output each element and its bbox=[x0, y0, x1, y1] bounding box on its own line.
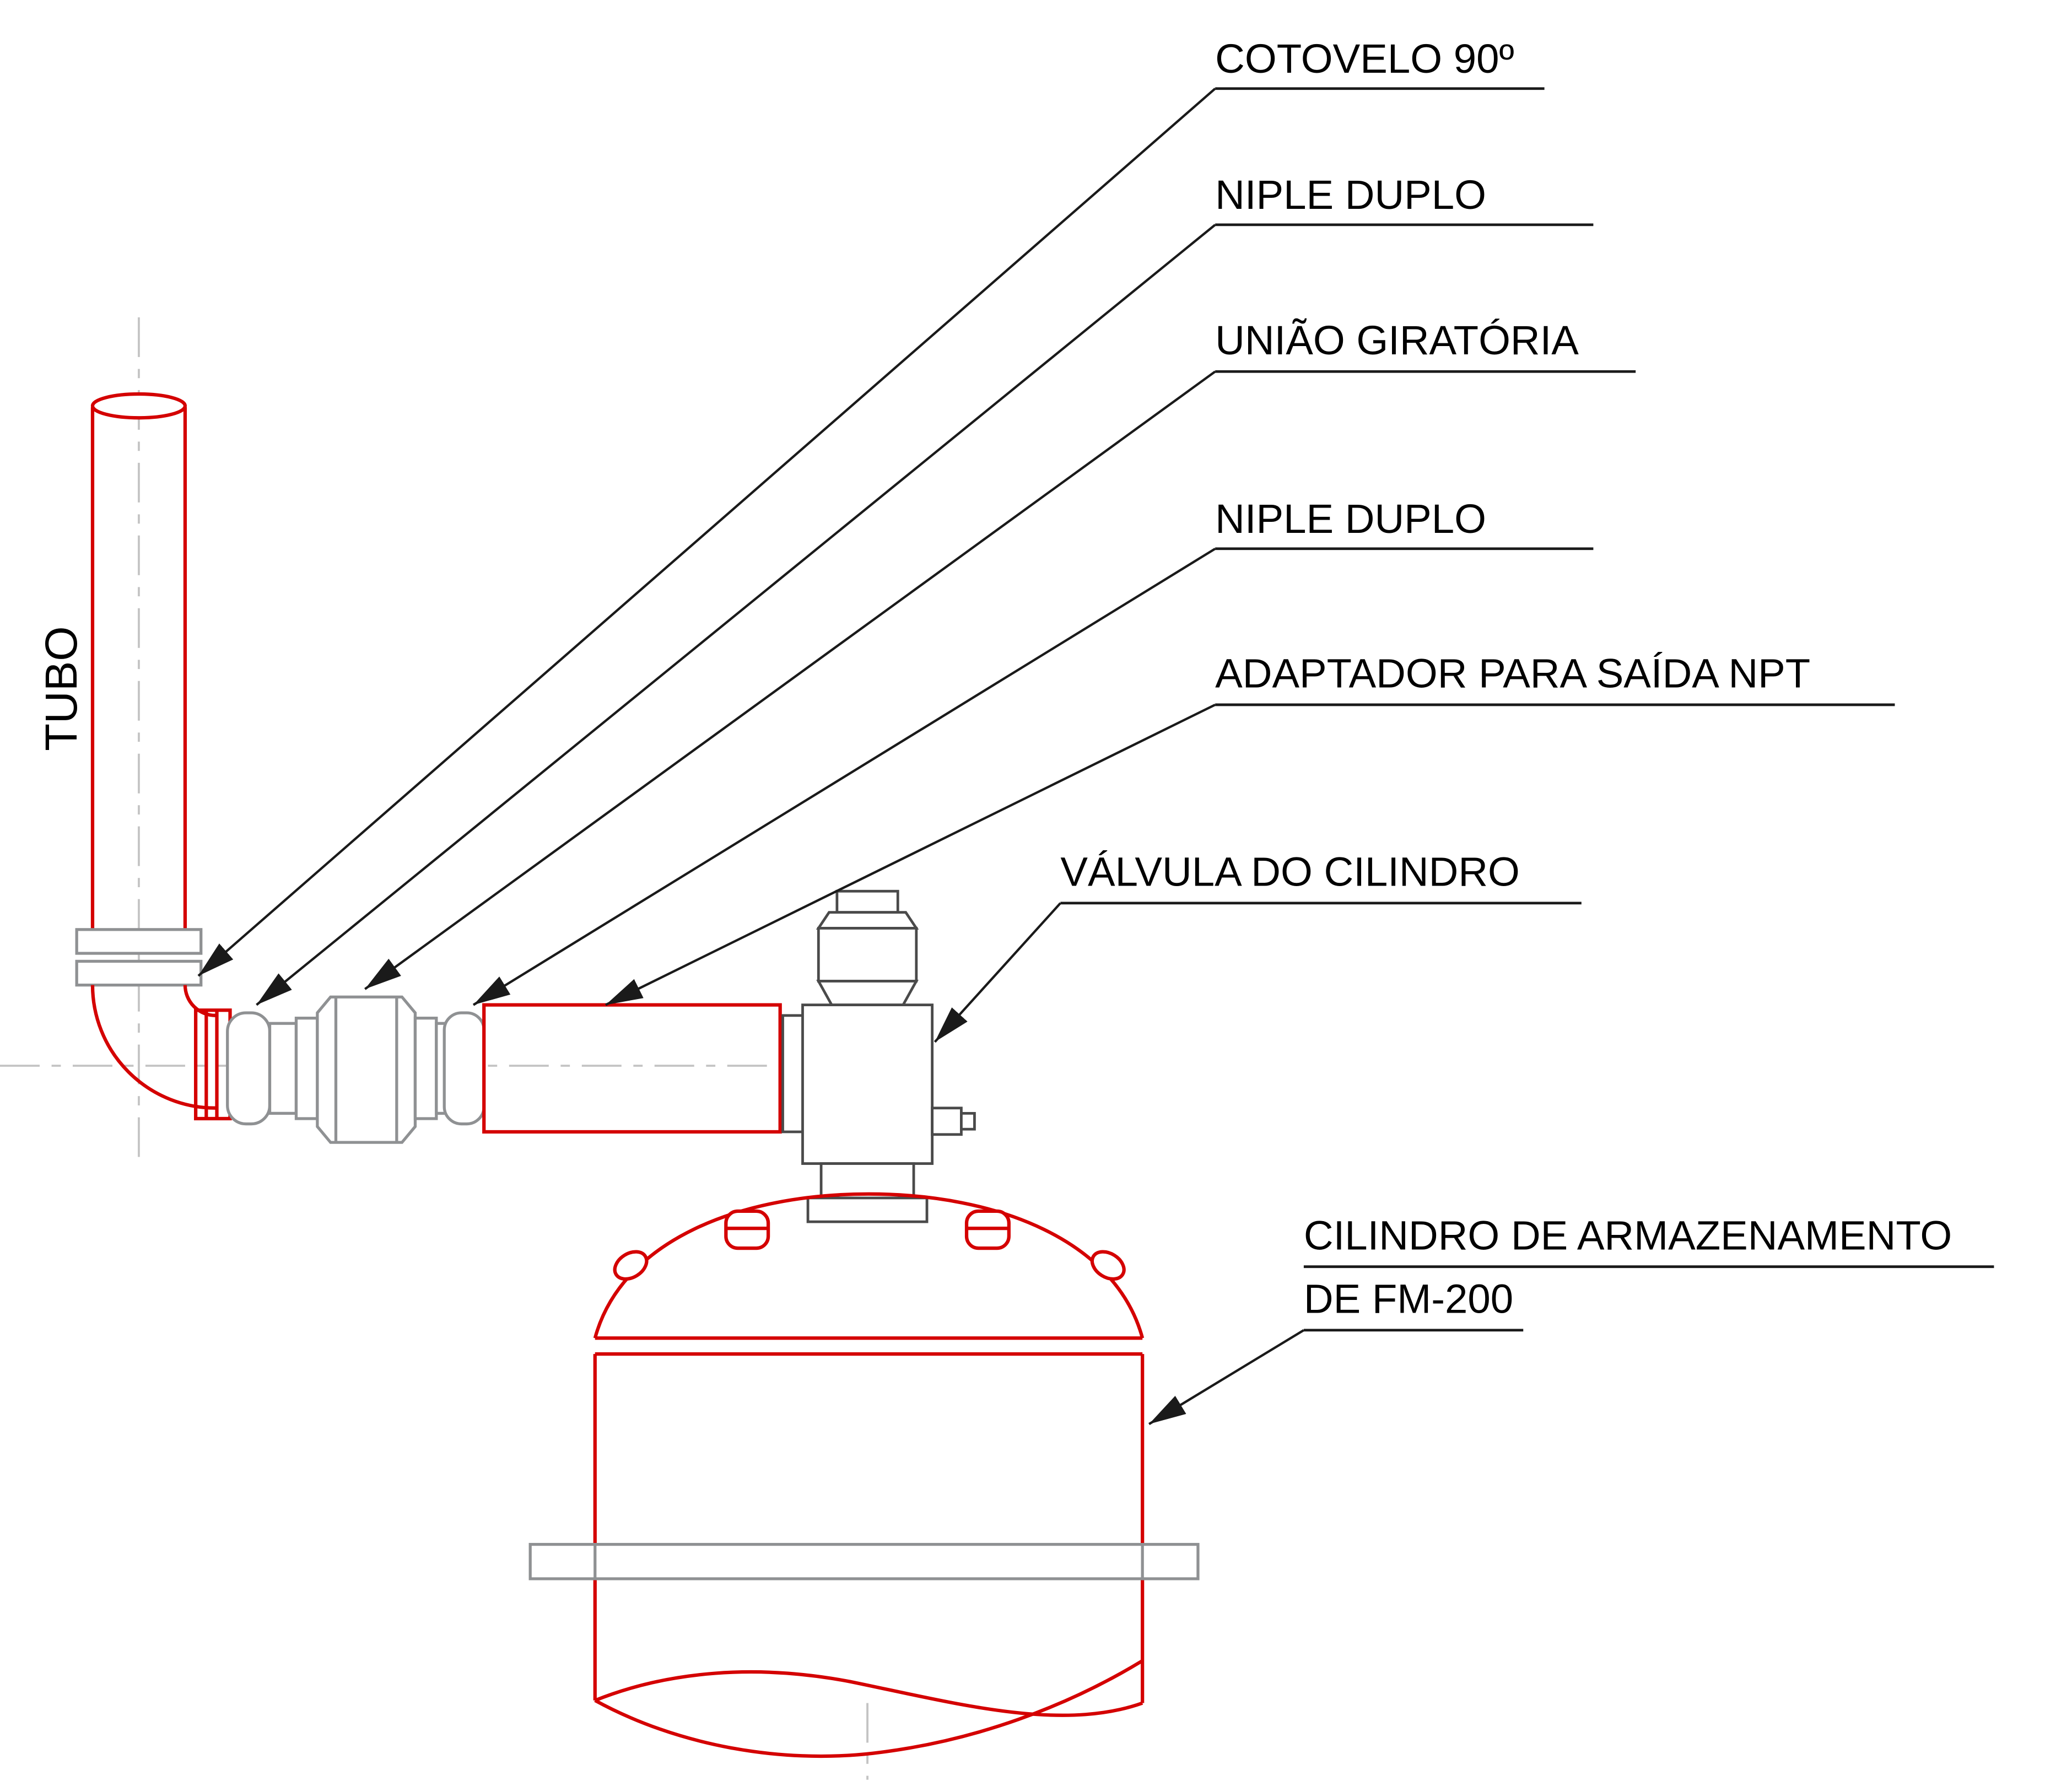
label-nipple-bottom: NIPLE DUPLO bbox=[1215, 496, 1486, 542]
leader-valve bbox=[934, 902, 1061, 1043]
label-cylinder-line2: DE FM-200 bbox=[1304, 1276, 1513, 1322]
leader-adapter bbox=[605, 703, 1216, 1006]
double-nipple-2 bbox=[413, 1011, 485, 1126]
leader-elbow bbox=[197, 88, 1216, 977]
label-nipple-top: NIPLE DUPLO bbox=[1215, 172, 1486, 218]
pipe-coupling-bands bbox=[75, 928, 203, 987]
labels: COTOVELO 90º NIPLE DUPLO UNIÃO GIRATÓRIA… bbox=[36, 36, 1994, 1332]
label-tube: TUBO bbox=[36, 626, 87, 751]
leader-nipple-top bbox=[256, 224, 1216, 1006]
label-adapter: ADAPTADOR PARA SAÍDA NPT bbox=[1215, 651, 1810, 697]
mounting-strap bbox=[528, 1542, 1200, 1580]
label-valve: VÁLVULA DO CILINDRO bbox=[1060, 849, 1520, 895]
npt-adapter bbox=[482, 1003, 782, 1134]
leader-lines bbox=[197, 88, 1305, 1426]
cylinder-break-curve-1 bbox=[594, 1659, 1143, 1758]
storage-cylinder bbox=[593, 1192, 1145, 1758]
label-cylinder-line1: CILINDRO DE ARMAZENAMENTO bbox=[1304, 1213, 1952, 1259]
dome-bump-left bbox=[613, 1250, 649, 1281]
tube-opening bbox=[90, 392, 187, 420]
cylinder-valve bbox=[781, 889, 976, 1223]
label-elbow: COTOVELO 90º bbox=[1215, 36, 1514, 82]
leader-union bbox=[364, 370, 1216, 990]
label-union: UNIÃO GIRATÓRIA bbox=[1215, 317, 1579, 363]
cylinder-break-curve-2 bbox=[594, 1670, 1143, 1717]
elbow-90 bbox=[90, 985, 232, 1121]
tube-pipe bbox=[90, 392, 187, 929]
double-nipple-1 bbox=[226, 1011, 319, 1126]
dome-bump-right bbox=[1090, 1250, 1126, 1281]
leader-nipple-bottom bbox=[472, 547, 1216, 1006]
swivel-union bbox=[316, 995, 417, 1144]
leader-cylinder bbox=[1148, 1329, 1305, 1426]
